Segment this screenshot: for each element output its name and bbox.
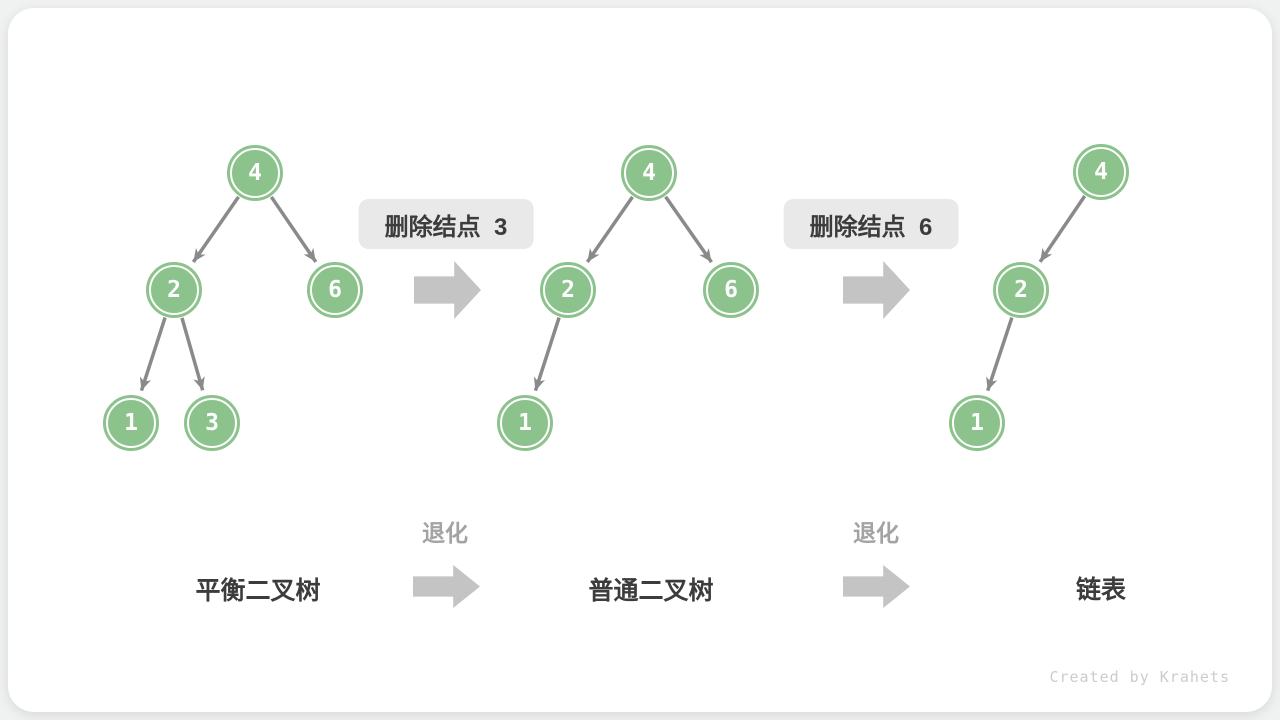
linked-list-node-2: 2 <box>993 262 1049 318</box>
balanced-binary-tree-node-6: 6 <box>307 262 363 318</box>
tree-edge <box>191 195 240 264</box>
degrade-label-2: 退化 <box>853 520 899 546</box>
linked-list-node-1: 1 <box>949 395 1005 451</box>
block-arrows <box>413 261 910 608</box>
balanced-binary-tree-node-2: 2 <box>146 262 202 318</box>
tree-edge <box>986 316 1014 392</box>
degrade-label-1: 退化 <box>422 520 468 546</box>
linked-list-node-4: 4 <box>1073 144 1129 200</box>
right-block-arrow-icon <box>414 261 481 319</box>
operation-label-delete-node-6: 删除结点 6 <box>783 199 959 249</box>
right-block-arrow-icon <box>413 565 480 608</box>
tree-label-linked-list: 链表 <box>1075 576 1127 604</box>
tree-edge <box>139 317 167 392</box>
operation-label-delete-node-3: 删除结点 3 <box>358 199 534 249</box>
balanced-binary-tree-node-4: 4 <box>227 145 283 201</box>
tree-edge <box>1038 195 1087 263</box>
ordinary-binary-tree-node-2: 2 <box>540 262 596 318</box>
ordinary-binary-tree-node-1: 1 <box>497 395 553 451</box>
tree-edge <box>533 317 561 392</box>
right-block-arrow-icon <box>843 565 910 608</box>
tree-label-balanced-binary-tree: 平衡二叉树 <box>195 577 321 605</box>
right-block-arrow-icon <box>843 261 910 319</box>
tree-edge <box>180 317 205 391</box>
tree-edge <box>664 195 713 264</box>
ordinary-binary-tree-node-4: 4 <box>621 145 677 201</box>
ordinary-binary-tree-node-6: 6 <box>703 262 759 318</box>
tree-edge <box>269 195 318 263</box>
balanced-binary-tree-node-1: 1 <box>103 395 159 451</box>
tree-edge <box>585 195 634 264</box>
tree-edges-and-arrows-layer <box>139 195 1087 608</box>
tree-label-ordinary-binary-tree: 普通二叉树 <box>588 577 714 605</box>
watermark-credit: Created by Krahets <box>1049 668 1230 686</box>
balanced-binary-tree-node-3: 3 <box>184 395 240 451</box>
